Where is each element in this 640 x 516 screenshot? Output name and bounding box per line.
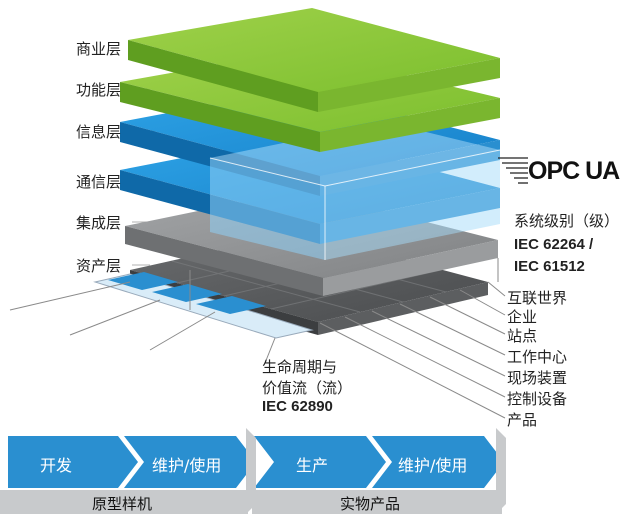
process-step-maintain-2: 维护/使用 bbox=[398, 456, 468, 475]
layer-label-functional: 功能层 bbox=[76, 81, 122, 99]
phase-physical-product: 实物产品 bbox=[340, 495, 401, 513]
hierarchy-product: 产品 bbox=[507, 411, 538, 429]
opcua-logo bbox=[498, 157, 528, 184]
layer-label-business: 商业层 bbox=[76, 40, 122, 58]
layer-label-information: 信息层 bbox=[76, 123, 122, 141]
process-step-develop: 开发 bbox=[40, 456, 73, 475]
lifecycle-standard: IEC 62890 bbox=[262, 398, 333, 415]
process-step-3-shape bbox=[254, 436, 386, 488]
layer-label-integration: 集成层 bbox=[76, 214, 122, 232]
hierarchy-connected-world: 互联世界 bbox=[507, 289, 568, 307]
phase-2-bar bbox=[252, 490, 502, 514]
layer-label-communication: 通信层 bbox=[76, 173, 122, 191]
process-bar bbox=[0, 428, 506, 514]
lifecycle-title-line-1: 生命周期与 bbox=[262, 358, 338, 376]
system-level-title: 系统级别（级） bbox=[514, 212, 620, 230]
phase-prototype: 原型样机 bbox=[92, 495, 153, 513]
process-step-2-shape bbox=[124, 436, 256, 488]
business-layer bbox=[128, 8, 500, 112]
hierarchy-enterprise: 企业 bbox=[507, 308, 538, 326]
hierarchy-field-device: 现场装置 bbox=[507, 369, 568, 387]
opcua-logo-text: OPC UA bbox=[528, 157, 620, 185]
hierarchy-work-center: 工作中心 bbox=[507, 348, 568, 366]
lifecycle-title-line-2: 价值流（流） bbox=[262, 379, 353, 397]
system-level-standard-1: IEC 62264 / bbox=[514, 236, 594, 253]
phase-1-bar bbox=[0, 490, 248, 514]
lifecycle-axis bbox=[9, 270, 314, 364]
process-step-4-shape bbox=[372, 436, 504, 488]
hierarchy-leaders bbox=[319, 258, 506, 419]
system-level-standard-2: IEC 61512 bbox=[514, 258, 585, 275]
hierarchy-control-device: 控制设备 bbox=[507, 390, 568, 408]
highlight-cube bbox=[209, 122, 501, 260]
layer-label-asset: 资产层 bbox=[76, 257, 122, 275]
hierarchy-site: 站点 bbox=[507, 327, 538, 345]
process-step-produce: 生产 bbox=[296, 456, 329, 475]
process-step-1-shape bbox=[8, 436, 138, 488]
process-step-maintain-1: 维护/使用 bbox=[152, 456, 222, 475]
